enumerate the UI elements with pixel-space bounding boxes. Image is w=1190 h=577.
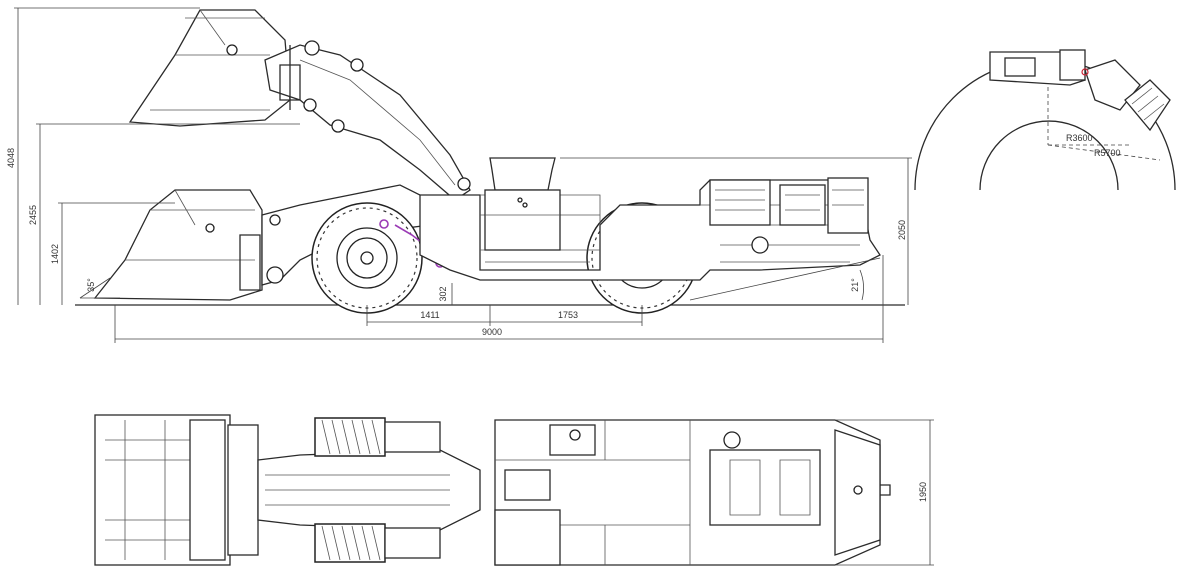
operator-cab	[484, 157, 561, 251]
side-view: 4048 2455 1402 35° 302	[6, 7, 912, 343]
top-bucket	[94, 414, 259, 566]
dim-departure-angle-text: 21°	[850, 278, 860, 292]
top-view: 1950	[94, 414, 934, 566]
dim-bucket-height-text: 1402	[50, 244, 60, 264]
dim-overall-width-text: 1950	[918, 482, 928, 502]
inner-radius-text: R3600	[1066, 133, 1093, 143]
inner-turning-arc	[979, 120, 1119, 191]
turning-vehicle	[989, 49, 1171, 132]
front-wheel	[311, 202, 423, 314]
outer-radius-text: R5700	[1094, 148, 1121, 158]
dim-cab-height-text: 2050	[897, 220, 907, 240]
dim-dump-angle: 35°	[79, 277, 120, 299]
engine-compartment	[709, 177, 869, 254]
dim-overall-height-text: 4048	[6, 148, 16, 168]
loader-boom-raised	[264, 40, 471, 201]
dim-ground-clearance-text: 302	[438, 286, 448, 301]
dim-overall-height: 4048	[6, 7, 200, 305]
dim-overall-width: 1950	[835, 419, 934, 566]
turning-radius-view: R3600 R5700	[914, 49, 1176, 191]
dim-raised-pin-height-text: 2455	[28, 205, 38, 225]
dim-raised-pin-height: 2455	[28, 123, 300, 305]
top-front-tires	[314, 417, 441, 563]
dim-overall-length: 9000	[114, 255, 884, 343]
dim-departure-angle: 21°	[689, 257, 881, 301]
dim-overall-length-text: 9000	[482, 327, 502, 337]
lowered-bucket	[93, 189, 263, 301]
dim-cab-height: 2050	[560, 157, 912, 305]
dim-ground-clearance: 302	[438, 283, 453, 305]
dim-front-axle-text: 1411	[420, 310, 439, 320]
top-front-frame	[257, 449, 481, 531]
dim-rear-axle-text: 1753	[558, 310, 578, 320]
dim-bucket-height: 1402	[50, 202, 175, 305]
dim-axle-offsets: 1411 1753	[366, 305, 643, 326]
top-rear-body	[494, 419, 891, 566]
dim-dump-angle-text: 35°	[86, 278, 96, 292]
